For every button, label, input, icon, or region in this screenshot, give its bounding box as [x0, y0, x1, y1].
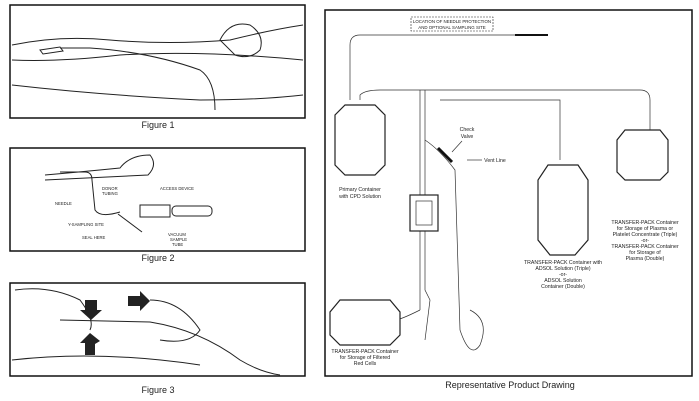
label-line: TRANSFER-PACK Container with	[524, 260, 602, 266]
label-donor-tubing: DONOR	[102, 186, 118, 191]
needle-protection-label: LOCATION OF NEEDLE PROTECTION	[413, 19, 491, 24]
needle-protection-box	[410, 16, 494, 32]
label-vacuum: VACUUM	[168, 232, 186, 237]
access-device-icon	[139, 204, 171, 218]
product-drawing-caption: Representative Product Drawing	[445, 380, 575, 390]
needle-icon	[39, 46, 64, 55]
arrow-icon	[80, 333, 100, 355]
label-donor-tubing-2: TUBING	[102, 191, 118, 196]
label-line: TRANSFER-PACK Container	[331, 349, 399, 355]
leukocyte-filter-icon	[409, 194, 439, 232]
arrow-icon	[128, 291, 150, 311]
figure-2-frame	[9, 147, 306, 252]
label-needle: NEEDLE	[55, 201, 72, 206]
donor-tubing	[60, 171, 121, 216]
red-cells-container-label: TRANSFER-PACK Container for Storage of F…	[331, 349, 399, 367]
label-seal-here: SEAL HERE	[82, 235, 106, 240]
check-valve-icon	[436, 146, 454, 164]
adsol-container-label: TRANSFER-PACK Container with ADSOL Solut…	[524, 260, 602, 290]
figure-3-frame	[9, 282, 306, 377]
needle-protection-label-2: AND OPTIONAL SAMPLING SITE	[418, 25, 485, 30]
check-valve-label: Check	[460, 127, 475, 133]
label-line: Red Cells	[354, 361, 377, 367]
label-y-sampling-site: Y-SAMPLING SITE	[68, 222, 104, 227]
label-line: -or-	[641, 238, 649, 244]
label-line: ADSOL Solution (Triple)	[535, 266, 591, 272]
plasma-container-bag	[616, 129, 669, 181]
arm-outline	[11, 24, 304, 46]
arrow-icon	[80, 300, 102, 320]
label-line: Container (Double)	[541, 284, 585, 290]
check-valve-label-2: Valve	[461, 134, 474, 140]
plasma-container-label: TRANSFER-PACK Container for Storage of P…	[611, 220, 679, 262]
label-line: TRANSFER-PACK Container	[611, 244, 679, 250]
figure-1-caption: Figure 1	[141, 120, 174, 130]
label-line: Plasma (Double)	[626, 256, 665, 262]
primary-container-label: Primary Container	[339, 187, 381, 193]
figure-3: Figure 3	[9, 282, 306, 395]
seal-line	[117, 213, 143, 233]
tubing	[59, 319, 281, 376]
product-drawing: LOCATION OF NEEDLE PROTECTION AND OPTION…	[324, 9, 693, 390]
vacuum-tube-icon	[171, 205, 213, 217]
label-line: for Storage of Plasma or	[617, 226, 673, 232]
vent-line-label: Vent Line	[484, 158, 506, 164]
primary-container-label-2: with CPD Solution	[339, 194, 381, 200]
label-line: ADSOL Solution	[544, 278, 582, 284]
donor-tubing	[60, 47, 216, 111]
figure-3-caption: Figure 3	[141, 385, 174, 395]
adsol-container-bag	[537, 164, 589, 256]
label-access-device: ACCESS DEVICE	[160, 186, 194, 191]
label-line: TRANSFER-PACK Container	[611, 220, 679, 226]
primary-container-bag	[334, 104, 386, 176]
label-vacuum-2: SAMPLE	[170, 237, 187, 242]
label-line: -or-	[559, 272, 567, 278]
figure-1: Figure 1	[9, 4, 306, 130]
label-vacuum-3: TUBE	[172, 242, 183, 247]
label-line: for Storage of	[629, 250, 661, 256]
red-cells-container-bag	[329, 299, 401, 346]
label-line: for Storage of Filtered	[340, 355, 390, 361]
figure-2: NEEDLE DONOR TUBING ACCESS DEVICE Y-SAMP…	[9, 147, 306, 263]
label-line: Platelet Concentrate (Triple)	[613, 232, 678, 238]
figure-1-frame	[9, 4, 306, 119]
figure-2-caption: Figure 2	[141, 253, 174, 263]
